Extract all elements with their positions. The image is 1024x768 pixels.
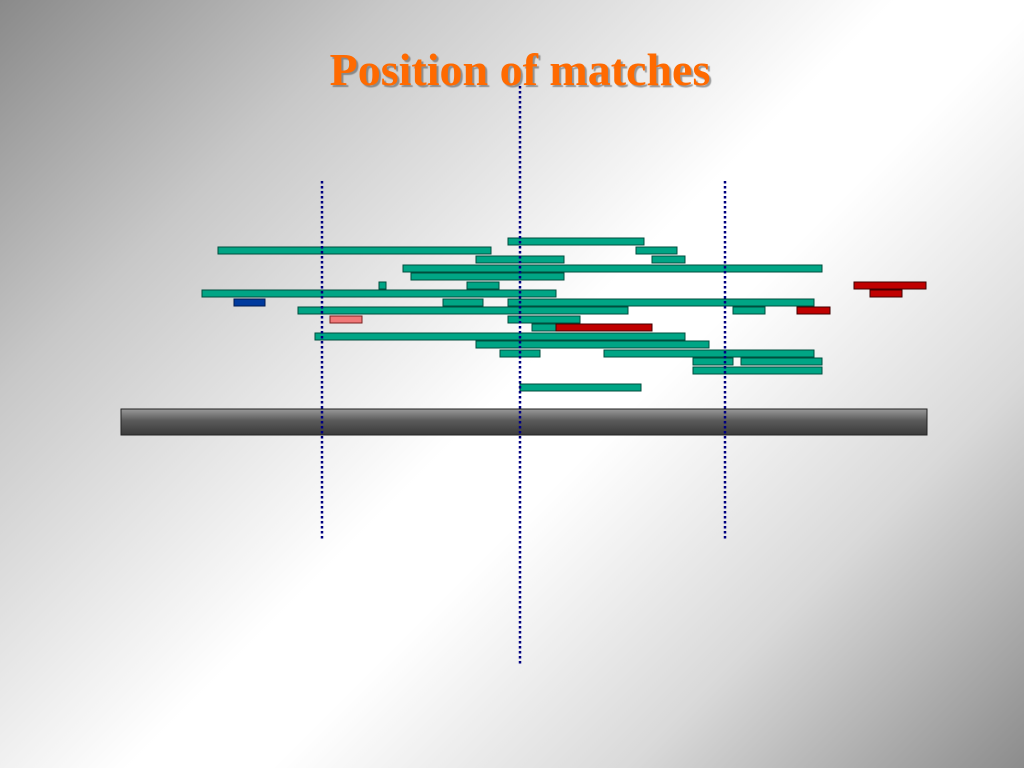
match-bar [297, 306, 629, 315]
position-marker-lines [320, 86, 727, 664]
match-bar [531, 323, 557, 332]
match-bar [507, 315, 581, 324]
match-bars [201, 237, 823, 392]
match-bar [635, 246, 678, 255]
match-bar [466, 281, 500, 290]
reference-sequence-bar [120, 408, 928, 436]
dark-red-match-bar [869, 289, 903, 298]
highlighted-match-bars [233, 281, 927, 332]
match-bar [217, 246, 492, 255]
match-bar [475, 340, 710, 349]
match-bar [740, 357, 823, 366]
match-bar [507, 237, 645, 246]
dark-red-match-bar [796, 306, 831, 315]
match-bar [402, 264, 823, 273]
match-bar [692, 357, 734, 366]
match-bar [603, 349, 815, 358]
match-bar [519, 383, 642, 392]
match-bar [314, 332, 686, 341]
match-bar [410, 272, 565, 281]
blue-match-bar [233, 298, 266, 307]
match-bar [692, 366, 823, 375]
dark-red-match-bar [555, 323, 653, 332]
dark-red-match-bar [853, 281, 927, 290]
match-bar [507, 298, 815, 307]
pink-match-bar [329, 315, 363, 324]
match-bar [378, 281, 387, 290]
match-bar [651, 255, 686, 264]
match-bar [442, 298, 484, 307]
match-bar [201, 289, 557, 298]
match-bar [732, 306, 766, 315]
